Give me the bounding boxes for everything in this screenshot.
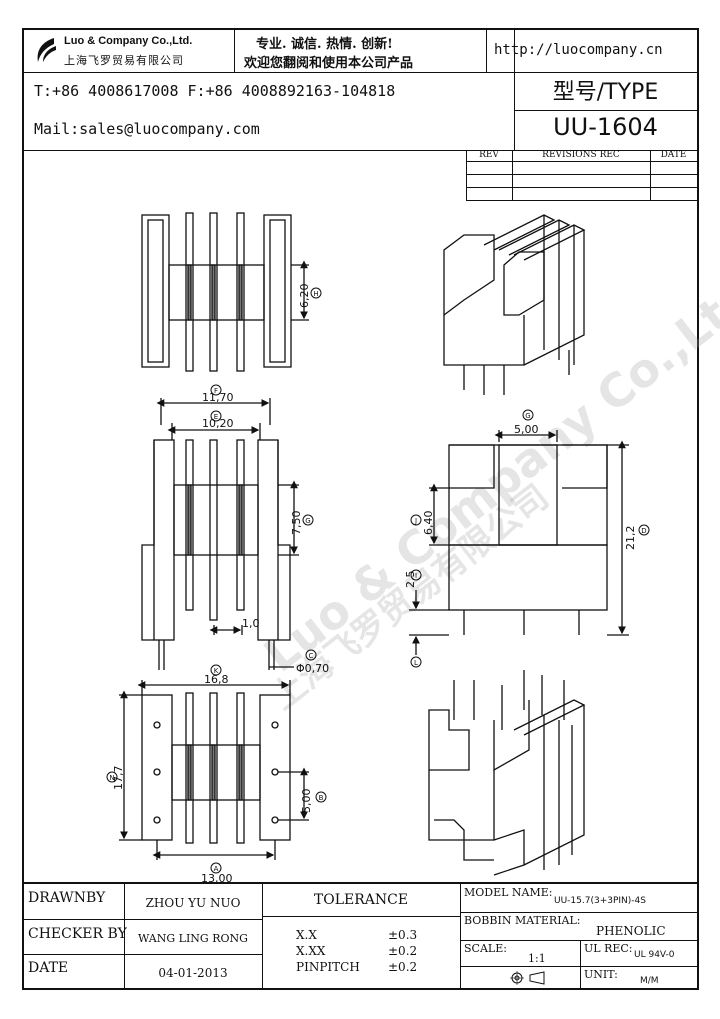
ref-letter-H: H (313, 290, 318, 298)
dim-6-40: 6,40 (422, 511, 435, 536)
revision-table: REV REVISIONS REC DATE (466, 150, 697, 201)
model-label: MODEL NAME: (464, 886, 553, 899)
title-block: DRAWNBY ZHOU YU NUO CHECKER BY WANG LING… (24, 882, 697, 988)
ref-letter-G-side: G (525, 412, 530, 420)
type-label: 型号/TYPE (552, 80, 659, 105)
ref-letter-E: E (214, 413, 218, 421)
ref-letter-C: C (309, 652, 314, 660)
dim-11-70: 11,70 (202, 391, 234, 404)
ref-letter-I: I (415, 572, 417, 580)
tol-pin-value: ±0.2 (388, 960, 418, 974)
header-url-bottom (486, 72, 697, 73)
dim-2-5: 2,5 (404, 571, 417, 589)
slogan-line2: 欢迎您翻阅和使用本公司产品 (244, 56, 414, 71)
drawnby-value: ZHOU YU NUO (145, 896, 241, 910)
ref-letter-B: B (319, 794, 324, 802)
iso-view-bottom (428, 670, 586, 876)
top-view (141, 212, 309, 372)
tol-xx-label: X.X (296, 928, 317, 942)
side-view (409, 430, 629, 655)
dim-21-2: 21,2 (624, 526, 637, 551)
ulrec-value: UL 94V-0 (634, 950, 675, 960)
tolerance-label: TOLERANCE (313, 892, 409, 908)
type-divider (514, 110, 697, 111)
dim-6-20: 6,20 (298, 284, 311, 309)
unit-label: UNIT: (584, 968, 618, 981)
iso-view-top (443, 214, 586, 395)
scale-label: SCALE: (464, 942, 507, 955)
material-value: PHENOLIC (596, 924, 666, 938)
header-vline-1 (234, 30, 235, 72)
unit-value: M/M (640, 976, 659, 986)
dim-5-00-top: 5,00 (514, 423, 539, 436)
slogan-line1: 专业. 诚信. 热情. 创新! (256, 37, 393, 52)
checker-value: WANG LING RONG (138, 932, 248, 945)
projection-symbol-icon (510, 970, 552, 985)
dim-5-00-bottom: 5,00 (300, 789, 313, 814)
dim-17-7: 17,7 (112, 766, 125, 791)
date-label: DATE (28, 960, 69, 976)
dim-phi-0-70: Φ0,70 (296, 662, 329, 675)
drawnby-label: DRAWNBY (28, 890, 106, 906)
material-label: BOBBIN MATERIAL: (464, 914, 581, 927)
phone-fax: T:+86 4008617008 F:+86 4008892163-104818 (34, 82, 396, 100)
ref-letter-K: K (214, 667, 219, 675)
part-number: UU-1604 (553, 113, 658, 141)
ref-letter-G-front: G (305, 517, 310, 525)
header-bottom-line (24, 150, 697, 151)
ref-letter-D: D (641, 527, 646, 535)
model-value: UU-15.7(3+3PIN)-4S (554, 896, 646, 906)
tol-xxx-value: ±0.2 (388, 944, 418, 958)
dim-1-0: 1,0 (242, 617, 260, 630)
header-divider (24, 72, 514, 73)
checker-label: CHECKER BY (28, 926, 127, 942)
technical-drawing: H F E G C K N B A G J D I L 6,20 11,70 1… (106, 212, 650, 882)
dim-16-8: 16,8 (204, 673, 229, 686)
ref-letter-F: F (214, 387, 218, 395)
company-name-en: Luo & Company Co.,Ltd. (64, 35, 193, 47)
ref-letter-A: A (214, 865, 219, 873)
ref-letter-J: J (414, 517, 417, 525)
scale-value: 1:1 (528, 952, 546, 965)
drawing-sheet: Luo & Company Co.,Ltd. 上海飞罗贸易有限公司 专业. 诚信… (22, 28, 720, 990)
tol-xx-value: ±0.3 (388, 928, 418, 942)
dim-13-00: 13,00 (201, 872, 233, 882)
date-value: 04-01-2013 (158, 966, 228, 980)
rev-col-header: REV (479, 150, 499, 160)
ref-letter-L: L (414, 659, 418, 667)
website-link[interactable]: http://luocompany.cn (494, 42, 663, 58)
ulrec-label: UL REC: (584, 942, 633, 955)
ref-letter-N: N (109, 774, 114, 782)
dim-7-50: 7,50 (290, 511, 303, 536)
revisions-col-header: REVISIONS REC (542, 150, 620, 160)
company-name-cn: 上海飞罗贸易有限公司 (64, 54, 184, 67)
tol-pin-label: PINPITCH (296, 960, 360, 974)
date-col-header: DATE (660, 150, 687, 160)
company-logo-icon (32, 36, 58, 66)
header-vline-3 (514, 30, 515, 150)
dim-10-20: 10,20 (202, 417, 234, 430)
tol-xxx-label: X.XX (296, 944, 326, 958)
bottom-view (119, 680, 309, 860)
header-vline-2 (486, 30, 487, 72)
email-address[interactable]: Mail:sales@luocompany.com (34, 120, 260, 138)
front-view (141, 398, 299, 670)
